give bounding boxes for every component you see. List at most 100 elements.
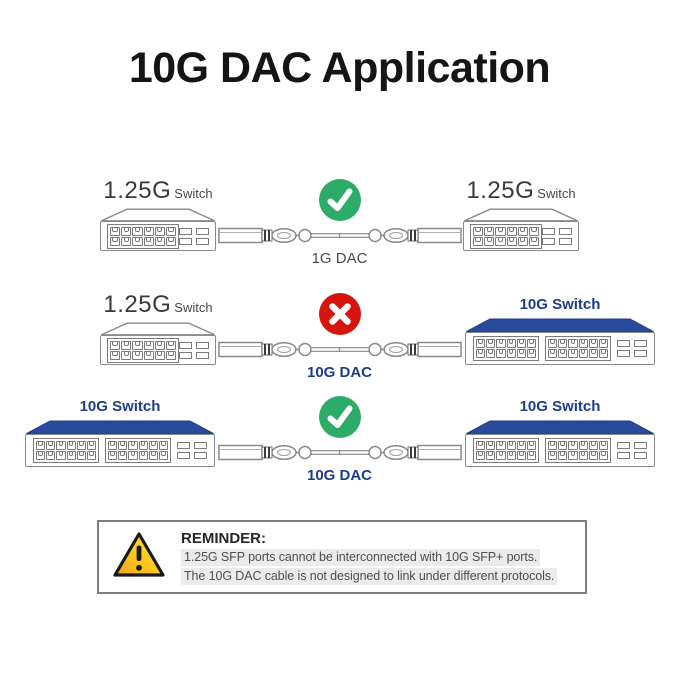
cable-label: 1G DAC — [311, 250, 368, 267]
rj45-port — [108, 451, 118, 460]
rj45-port — [56, 441, 66, 450]
warning-icon — [111, 530, 167, 585]
rj45-port — [516, 339, 526, 348]
switch-front-panel — [100, 221, 216, 251]
switch-top-face — [463, 208, 579, 222]
rj45-port — [36, 441, 46, 450]
rj45-port — [148, 441, 158, 450]
rj45-port — [496, 349, 506, 358]
link-column-row2: 10G DAC — [210, 292, 470, 381]
switch-top-face — [465, 420, 655, 435]
switch-label: 10G Switch — [79, 398, 161, 415]
rj45-port — [496, 451, 506, 460]
rj45-port — [598, 349, 608, 358]
rj45-port — [528, 236, 539, 246]
link-column-row1: 1G DAC — [210, 178, 470, 267]
rj45-port — [484, 236, 495, 246]
rj45-port — [143, 226, 154, 236]
dac-cable-graphic — [218, 222, 462, 249]
rj45-port — [121, 350, 132, 360]
rj45-port — [66, 451, 76, 460]
switch-kind: Switch — [174, 186, 213, 201]
rj45-port — [506, 339, 516, 348]
rj45-port — [118, 441, 128, 450]
rj45-port — [36, 451, 46, 460]
rj45-port — [66, 441, 76, 450]
dac-cable-graphic — [218, 439, 462, 466]
rj45-port — [506, 441, 516, 450]
switch-front-panel — [100, 335, 216, 365]
rj45-port — [548, 349, 558, 358]
rj45-port — [526, 339, 536, 348]
rj45-port — [476, 451, 486, 460]
switch-front-panel — [25, 434, 215, 467]
rj45-port — [516, 441, 526, 450]
rj45-port-group — [473, 336, 539, 361]
rj45-port — [496, 441, 506, 450]
switch-top-face — [100, 322, 216, 336]
check-icon — [318, 178, 362, 222]
reminder-line-2: The 10G DAC cable is not designed to lin… — [181, 567, 558, 585]
dac-cable-graphic — [218, 336, 462, 363]
sfp-port-group — [617, 340, 647, 357]
rj45-port — [154, 226, 165, 236]
switch-kind: Switch — [537, 186, 576, 201]
rj45-port-group — [107, 223, 179, 249]
rj45-port — [128, 451, 138, 460]
rj45-port — [598, 441, 608, 450]
reminder-heading: REMINDER: — [181, 529, 266, 547]
rj45-port — [165, 226, 176, 236]
rj45-port — [473, 236, 484, 246]
rj45-port — [496, 339, 506, 348]
rj45-port — [132, 350, 143, 360]
cable-label: 10G DAC — [306, 467, 373, 484]
rj45-port — [476, 441, 486, 450]
rj45-port — [568, 441, 578, 450]
rj45-port — [110, 340, 121, 350]
rj45-port — [143, 350, 154, 360]
rj45-port — [548, 339, 558, 348]
switch-label: 10G Switch — [519, 398, 601, 415]
rj45-port — [132, 340, 143, 350]
rj45-port — [76, 451, 86, 460]
reminder-text: REMINDER: 1.25G SFP ports cannot be inte… — [181, 529, 558, 585]
page-title: 10G DAC Application — [128, 44, 551, 92]
rj45-port — [588, 451, 598, 460]
rj45-port — [558, 451, 568, 460]
rj45-port — [598, 451, 608, 460]
switch-speed: 1.25G — [466, 177, 535, 204]
rj45-port — [46, 451, 56, 460]
rj45-port — [516, 349, 526, 358]
rj45-port-group — [545, 438, 611, 463]
switch-front-panel — [465, 332, 655, 365]
switch-kind: Switch — [174, 300, 213, 315]
rj45-port — [56, 451, 66, 460]
x-icon — [318, 292, 362, 336]
rj45-port — [486, 451, 496, 460]
rj45-port — [598, 339, 608, 348]
rj45-port — [118, 451, 128, 460]
sfp-port-group — [179, 341, 209, 359]
rj45-port — [526, 441, 536, 450]
switch-top-face — [25, 420, 215, 435]
sfp-port-group — [542, 227, 572, 245]
rj45-port — [495, 226, 506, 236]
rj45-port — [528, 226, 539, 236]
rj45-port-group — [107, 337, 179, 363]
rj45-port — [165, 236, 176, 246]
switch-speed: 1.25G — [103, 291, 172, 318]
rj45-port — [121, 236, 132, 246]
rj45-port — [121, 226, 132, 236]
rj45-port — [158, 441, 168, 450]
rj45-port — [578, 349, 588, 358]
rj45-port — [138, 451, 148, 460]
rj45-port — [588, 441, 598, 450]
switch-front-panel — [463, 221, 579, 251]
rj45-port — [110, 236, 121, 246]
rj45-port-group — [470, 223, 542, 249]
rj45-port — [558, 349, 568, 358]
